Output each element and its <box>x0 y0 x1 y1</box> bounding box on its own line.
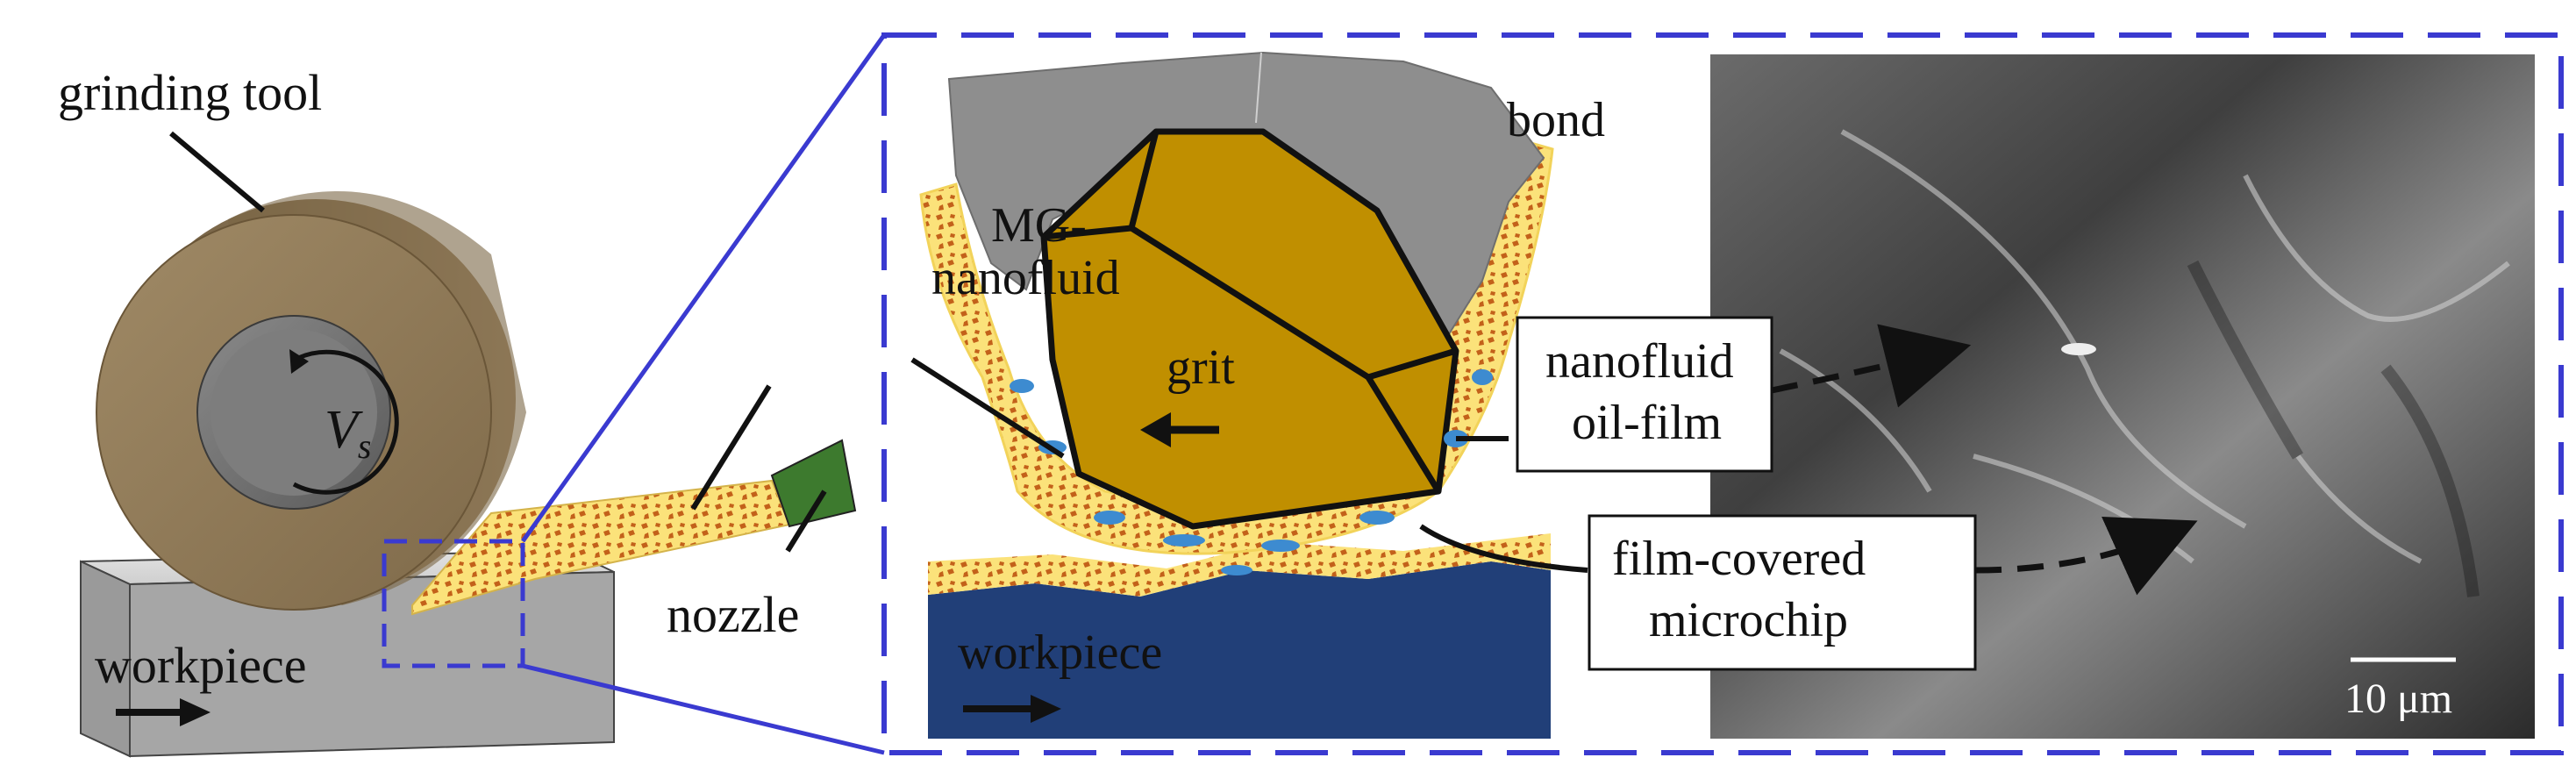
grinding-tool-label: grinding tool <box>58 64 322 121</box>
zoom-connector-bottom <box>522 663 885 755</box>
vs-label: Vs <box>325 400 371 466</box>
workpiece-label-zoom: workpiece <box>958 625 1162 680</box>
oilfilm-label-line2: oil-film <box>1572 396 1722 450</box>
grit-label: grit <box>1167 340 1235 395</box>
mg-zoom-leader <box>910 357 1065 459</box>
nozzle-leader <box>785 490 827 553</box>
chip-label-line2: microchip <box>1649 593 1848 647</box>
zoom-connector-top <box>520 33 887 543</box>
oilfilm-label-line1: nanofluid <box>1545 334 1734 389</box>
grit-motion-arrow-icon <box>1140 412 1219 447</box>
oilfilm-callout: nanofluid oil-film <box>1516 316 1773 473</box>
workpiece-zoom-block <box>928 561 1551 739</box>
fluid-layer-surface <box>928 533 1551 597</box>
zoom-detail: grit bond MG- nanofluid workpiece <box>910 51 1605 739</box>
left-overview: Vs grinding tool nozzle workpiece <box>58 64 857 758</box>
grinding-tool-leader <box>169 131 265 213</box>
microchip-callout: film-covered microchip <box>1588 514 1977 671</box>
workpiece-label-left: workpiece <box>95 637 307 694</box>
left-zoom-box <box>382 539 525 668</box>
mg-label-line2: nanofluid <box>931 251 1120 305</box>
grinding-wheel <box>96 191 526 611</box>
rotation-arrow-icon <box>289 349 399 495</box>
chip-leader <box>1419 524 1588 573</box>
bond-label: bond <box>1507 93 1605 147</box>
mg-jet-leader <box>690 384 772 511</box>
nozzle-label: nozzle <box>667 586 799 643</box>
nozzle-shape <box>770 439 857 528</box>
chip-pointer-arrow <box>1974 517 2198 596</box>
mg-label-line1: MG- <box>991 198 1087 253</box>
feed-arrow-icon <box>116 698 211 726</box>
zoom-frame <box>881 32 2564 755</box>
scale-bar-label: 10 μm <box>2344 675 2452 722</box>
oilfilm-pointer-arrow <box>1771 324 1972 408</box>
feed-arrow-zoom-icon <box>963 695 1061 723</box>
chip-label-line1: film-covered <box>1612 532 1866 586</box>
